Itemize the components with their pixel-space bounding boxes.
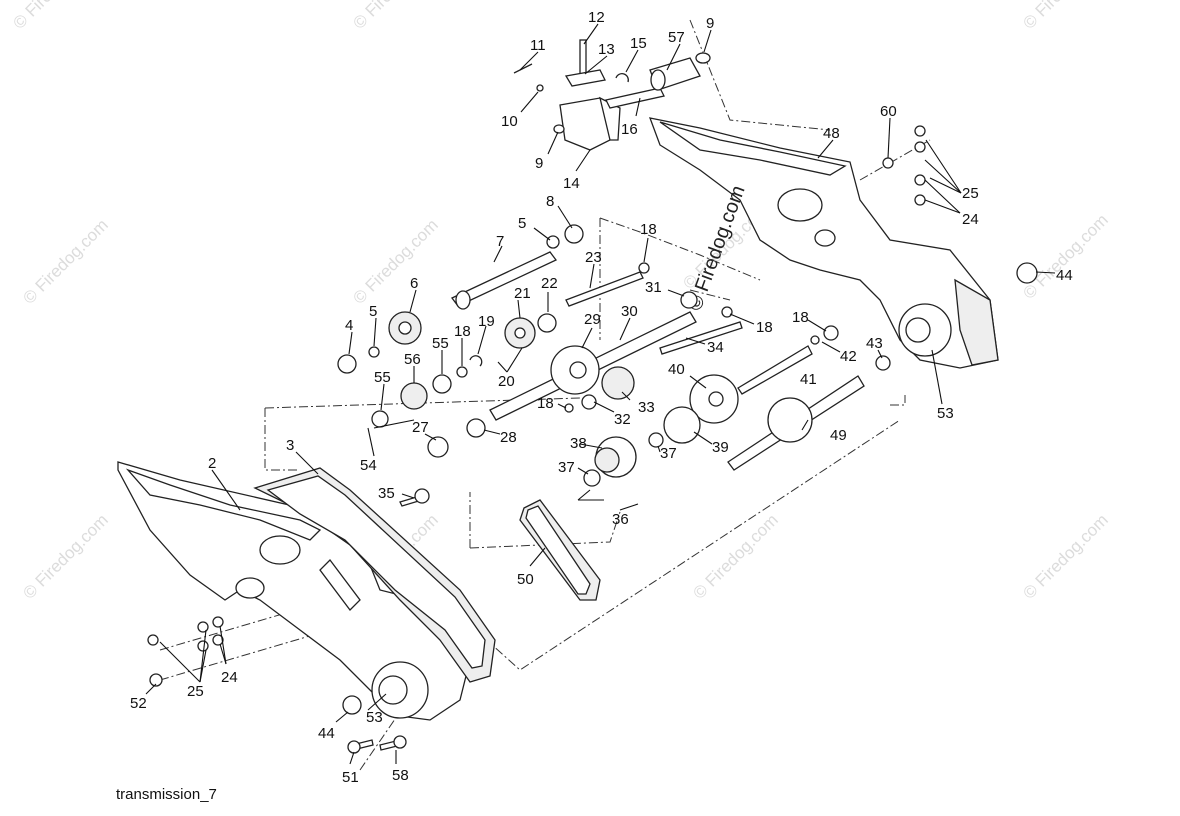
callout-44-right: 44	[1056, 267, 1073, 284]
watermark: © Firedog.com	[1019, 510, 1111, 602]
callout-3: 3	[286, 437, 294, 454]
callout-52: 52	[130, 695, 147, 712]
left-hardware	[147, 616, 407, 754]
callout-56: 56	[404, 351, 421, 368]
callout-7: 7	[496, 233, 504, 250]
callout-50: 50	[517, 571, 534, 588]
callout-49: 49	[830, 427, 847, 444]
callout-22: 22	[541, 275, 558, 292]
callout-60: 60	[880, 103, 897, 120]
callout-35: 35	[378, 485, 395, 502]
callout-5-left: 5	[369, 303, 377, 320]
chain-case-cover	[253, 467, 496, 683]
callout-25-left: 25	[187, 683, 204, 700]
callout-43: 43	[866, 335, 883, 352]
callout-14: 14	[563, 175, 580, 192]
callout-18-low: 18	[537, 395, 554, 412]
leader-lines	[145, 23, 1056, 765]
watermark: © Firedog.com	[19, 510, 111, 602]
callout-29: 29	[584, 311, 601, 328]
callout-53-left: 53	[366, 709, 383, 726]
callout-34: 34	[707, 339, 724, 356]
callout-9-left: 9	[535, 155, 543, 172]
callout-58: 58	[392, 767, 409, 784]
left-housing	[117, 461, 471, 721]
callout-27: 27	[412, 419, 429, 436]
callout-18-left: 18	[454, 323, 471, 340]
drive-belt	[519, 499, 601, 601]
callout-21: 21	[514, 285, 531, 302]
watermark: © Firedog.com	[1019, 210, 1111, 302]
callout-38: 38	[570, 435, 587, 452]
callout-28: 28	[500, 429, 517, 446]
callout-24-left: 24	[221, 669, 238, 686]
callout-42: 42	[840, 348, 857, 365]
callout-11: 11	[530, 37, 546, 54]
callout-41: 41	[800, 371, 817, 388]
callout-48: 48	[823, 125, 840, 142]
callout-16: 16	[621, 121, 638, 138]
gears-and-shafts	[337, 125, 1038, 507]
callout-19: 19	[478, 313, 495, 330]
callout-25-right: 25	[962, 185, 979, 202]
callout-9-top: 9	[706, 15, 714, 32]
callout-2: 2	[208, 455, 216, 472]
callout-37-left: 37	[558, 459, 575, 476]
callout-39: 39	[712, 439, 729, 456]
watermark: © Firedog.com	[689, 510, 781, 602]
callout-32: 32	[614, 411, 631, 428]
watermark: © Firedog.com	[349, 0, 441, 33]
diagram-caption: transmission_7	[116, 786, 217, 803]
callout-37-right: 37	[660, 445, 677, 462]
watermark: © Firedog.com	[9, 0, 101, 33]
callout-24-right: 24	[962, 211, 979, 228]
watermark: © Firedog.com	[349, 215, 441, 307]
callout-18-right: 18	[792, 309, 809, 326]
callout-44-left: 44	[318, 725, 335, 742]
watermark: © Firedog.com	[1019, 0, 1111, 33]
callout-4: 4	[345, 317, 353, 334]
callout-6: 6	[410, 275, 418, 292]
callout-36: 36	[612, 511, 629, 528]
callout-23: 23	[585, 249, 602, 266]
callout-8: 8	[546, 193, 554, 210]
callout-31: 31	[645, 279, 662, 296]
callout-13: 13	[598, 41, 615, 58]
callout-55-a: 55	[432, 335, 449, 352]
callout-54: 54	[360, 457, 377, 474]
callout-10: 10	[501, 113, 518, 130]
callout-15: 15	[630, 35, 647, 52]
callout-51: 51	[342, 769, 359, 786]
shift-assembly	[513, 39, 711, 151]
callout-30: 30	[621, 303, 638, 320]
callout-18-mid: 18	[756, 319, 773, 336]
callout-numbers: 12 11 13 15 57 9 10 16 9 14 60 48 25 24 …	[130, 9, 1073, 786]
callout-40: 40	[668, 361, 685, 378]
callout-12: 12	[588, 9, 605, 26]
callout-33: 33	[638, 399, 655, 416]
callout-18-top: 18	[640, 221, 657, 238]
watermark: © Firedog.com	[19, 215, 111, 307]
callout-53-right: 53	[937, 405, 954, 422]
callout-55-b: 55	[374, 369, 391, 386]
callout-20: 20	[498, 373, 515, 390]
callout-57: 57	[668, 29, 685, 46]
callout-5-top: 5	[518, 215, 526, 232]
